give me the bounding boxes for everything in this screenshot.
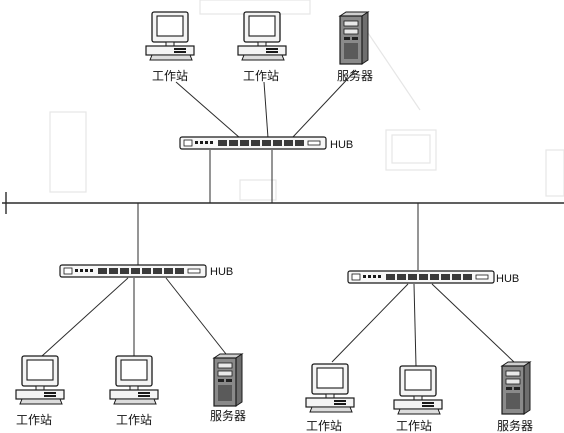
hub-icon — [180, 137, 326, 149]
workstation-lower-right-2: 工作站 — [394, 366, 442, 433]
workstation-icon — [110, 356, 158, 404]
workstation-lower-left-1: 工作站 — [16, 356, 64, 427]
workstation-label: 工作站 — [243, 69, 279, 83]
workstation-label: 工作站 — [16, 413, 52, 427]
server-label: 服务器 — [210, 408, 246, 423]
link-right-hub-ws1 — [332, 284, 408, 362]
hub-icon — [348, 271, 494, 283]
workstation-icon — [394, 366, 442, 414]
workstation-icon — [146, 12, 194, 60]
hub-label: HUB — [496, 273, 519, 285]
workstation-label: 工作站 — [152, 69, 188, 83]
server-icon — [502, 362, 530, 414]
hub-top: HUB — [180, 137, 353, 151]
hub-lower-right: HUB — [348, 271, 519, 285]
server-label: 服务器 — [497, 418, 533, 433]
link-right-hub-server — [432, 284, 514, 362]
hub-icon — [60, 265, 206, 277]
workstation-icon — [306, 364, 354, 412]
workstation-top-2: 工作站 — [238, 12, 286, 83]
link-left-hub-ws1 — [42, 278, 128, 356]
workstation-lower-left-2: 工作站 — [110, 356, 158, 427]
workstation-label: 工作站 — [306, 419, 342, 433]
link-right-hub-ws2 — [414, 284, 416, 366]
hub-label: HUB — [330, 139, 353, 151]
workstation-label: 工作站 — [396, 419, 432, 433]
server-lower-right: 服务器 — [497, 362, 533, 433]
server-label: 服务器 — [337, 68, 373, 83]
server-top: 服务器 — [337, 12, 373, 83]
workstation-top-1: 工作站 — [146, 12, 194, 83]
server-icon — [214, 354, 242, 406]
hub-label: HUB — [210, 266, 233, 278]
link-left-hub-server — [166, 278, 226, 354]
link-top-ws2-hub — [264, 82, 268, 138]
workstation-lower-right-1: 工作站 — [306, 364, 354, 433]
link-top-ws1-hub — [176, 82, 240, 138]
workstation-label: 工作站 — [116, 413, 152, 427]
hub-lower-left: HUB — [60, 265, 233, 278]
workstation-icon — [238, 12, 286, 60]
workstation-icon — [16, 356, 64, 404]
server-icon — [340, 12, 368, 64]
server-lower-left: 服务器 — [210, 354, 246, 423]
background-ghost — [50, 0, 564, 200]
